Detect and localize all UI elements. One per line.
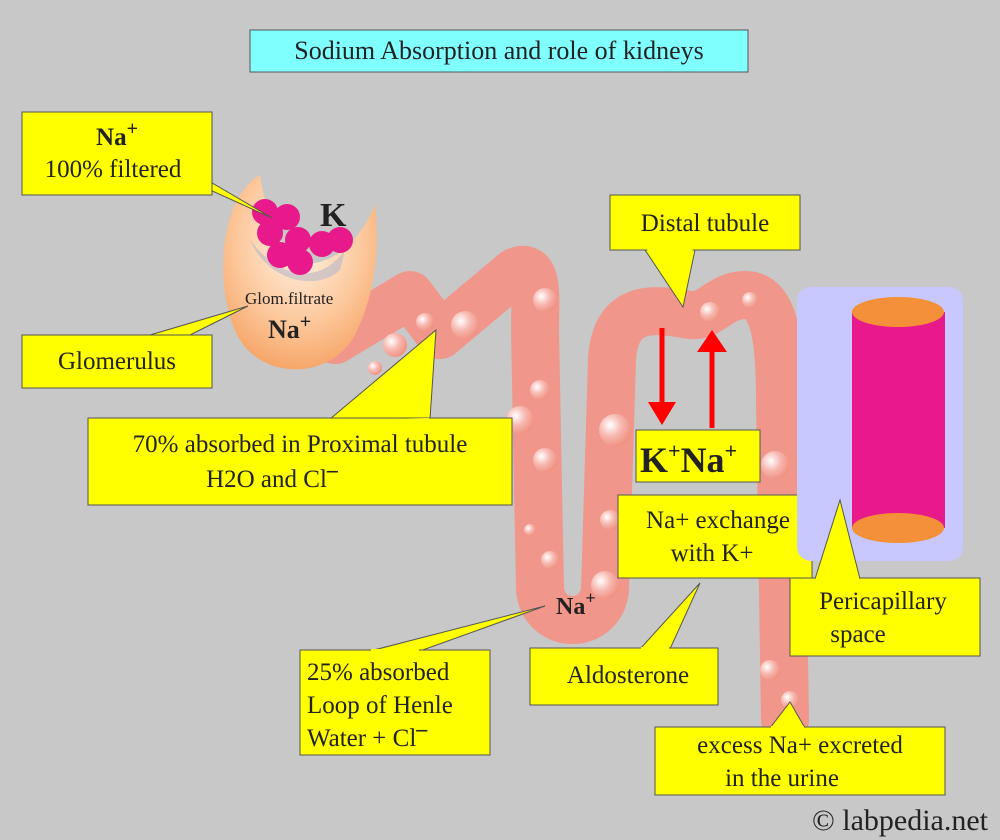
title-text: Sodium Absorption and role of kidneys (294, 36, 703, 65)
nephron-tubule (311, 246, 809, 744)
loop-sodium-label: Na+ (556, 588, 596, 620)
callout-loop-of-henle: 25% absorbed Loop of Henle Water + Cl‒ (299, 605, 546, 756)
exchange-arrows (648, 328, 727, 428)
callout-pericapillary: Pericapillary space (789, 498, 981, 657)
svg-text:Aldosterone: Aldosterone (567, 662, 689, 689)
glomerulus-capsule: K Glom.filtrate Na+ (223, 175, 377, 370)
svg-text:Na+ exchange: Na+ exchange (646, 507, 790, 534)
capillary-bottom (852, 513, 944, 543)
callout-glomerulus: Glomerulus (21, 305, 249, 389)
capillary-top (852, 297, 944, 327)
svg-text:70% absorbed in Proximal tubul: 70% absorbed in Proximal tubule (133, 431, 468, 458)
svg-text:25% absorbed: 25% absorbed (307, 659, 450, 686)
callout-exchange: Na+ exchange with K+ (617, 494, 813, 579)
callout-proximal: 70% absorbed in Proximal tubule H2O and … (87, 328, 513, 506)
potassium-cluster (252, 199, 353, 275)
svg-text:space: space (830, 621, 886, 648)
svg-text:in the urine: in the urine (725, 765, 839, 792)
callout-distal: Distal tubule (609, 194, 801, 309)
svg-text:K+Na+: K+Na+ (640, 438, 737, 480)
svg-text:Na+: Na+ (96, 118, 138, 151)
svg-text:Distal tubule: Distal tubule (641, 210, 769, 237)
svg-text:with K+: with K+ (671, 540, 754, 567)
filtrate-label: Glom.filtrate (245, 289, 333, 308)
svg-text:100% filtered: 100% filtered (45, 156, 182, 183)
pericapillary-region (797, 287, 963, 561)
filtrate-sodium-label: Na+ (268, 311, 311, 344)
callout-filtered: Na+ 100% filtered (21, 111, 273, 219)
svg-text:Water + Cl‒: Water + Cl‒ (307, 716, 428, 752)
svg-text:Loop of Henle: Loop of Henle (307, 692, 453, 719)
potassium-label: K (320, 197, 347, 234)
svg-text:excess Na+ excreted: excess Na+ excreted (697, 732, 903, 759)
callout-excreted: excess Na+ excreted in the urine (654, 701, 946, 796)
svg-text:H2O and Cl‒: H2O and Cl‒ (206, 457, 339, 493)
copyright-text: © labpedia.net (812, 804, 989, 837)
callout-exchange-ions: K+Na+ (635, 429, 761, 483)
callout-aldosterone: Aldosterone (529, 582, 719, 706)
title-box: Sodium Absorption and role of kidneys (249, 29, 749, 73)
svg-text:Glomerulus: Glomerulus (58, 348, 176, 375)
svg-text:Pericapillary: Pericapillary (819, 588, 947, 615)
tubule-bubbles (368, 288, 799, 709)
